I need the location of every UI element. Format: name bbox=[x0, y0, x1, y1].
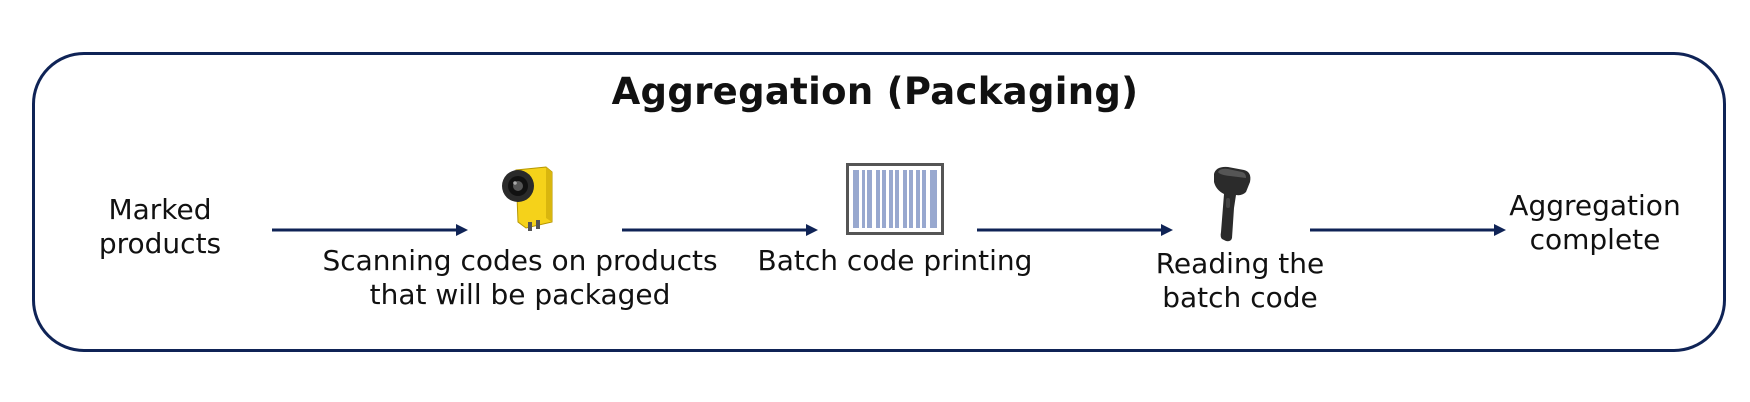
industrial-camera-icon bbox=[502, 166, 553, 231]
arrow-4 bbox=[1310, 224, 1506, 236]
step-reading-label: Reading the batch code bbox=[1155, 247, 1325, 314]
barcode-label-icon bbox=[846, 163, 944, 235]
diagram-frame bbox=[32, 52, 1726, 352]
arrow-1 bbox=[272, 224, 468, 236]
step-batch-printing-label: Batch code printing bbox=[757, 244, 1033, 277]
step-marked-products-label: Marked products bbox=[98, 193, 222, 260]
handheld-scanner-icon bbox=[1214, 166, 1251, 242]
step-complete-label: Aggregation complete bbox=[1509, 189, 1681, 256]
arrow-2 bbox=[622, 224, 818, 236]
arrow-3 bbox=[977, 224, 1173, 236]
diagram-title: Aggregation (Packaging) bbox=[611, 70, 1139, 113]
step-scanning-label: Scanning codes on products that will be … bbox=[322, 244, 718, 311]
